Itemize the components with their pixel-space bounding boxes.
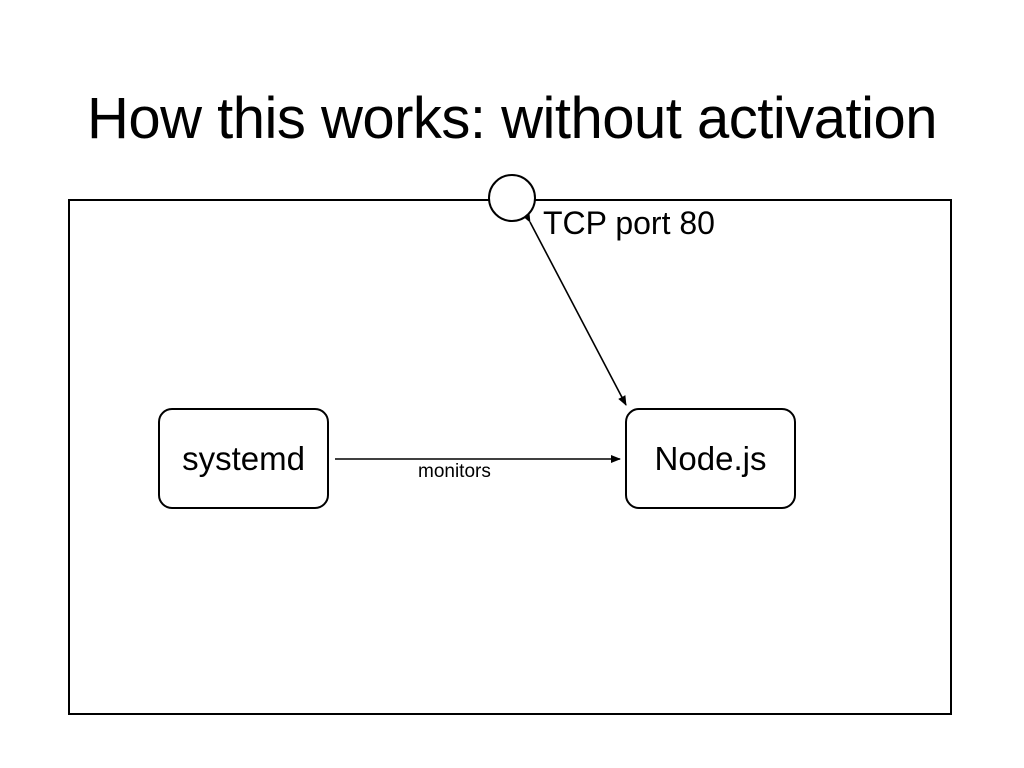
nodejs-node-label: Node.js — [654, 439, 767, 477]
systemd-node: systemd — [158, 408, 329, 509]
nodejs-node: Node.js — [625, 408, 796, 509]
systemd-node-label: systemd — [182, 439, 305, 477]
tcp-port-label: TCP port 80 — [543, 205, 715, 241]
slide-title: How this works: without activation — [86, 86, 938, 151]
monitors-edge-label: monitors — [418, 461, 491, 482]
tcp-port-circle — [488, 174, 536, 222]
